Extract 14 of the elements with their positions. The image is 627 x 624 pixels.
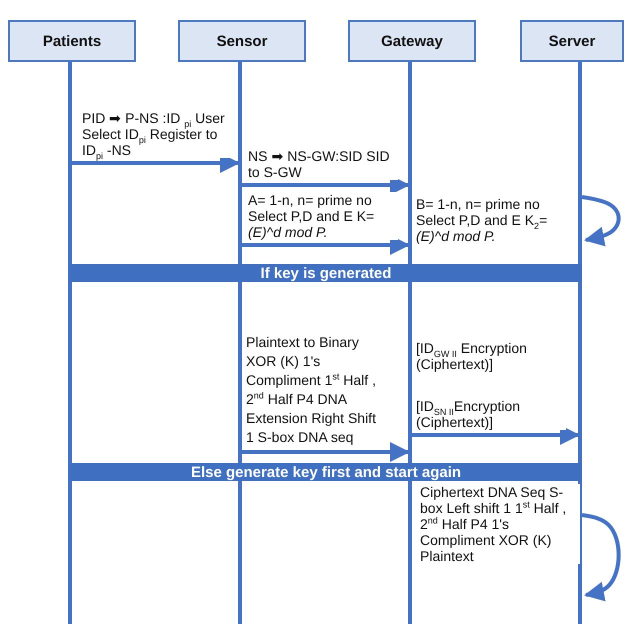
lifeline: [68, 62, 72, 624]
condition-band: If key is generated: [70, 264, 582, 282]
condition-band: Else generate key first and start again: [70, 463, 582, 481]
self-loop-arrow: [582, 195, 621, 246]
message-label: A= 1-n, n= prime no Select P,D and E K= (E)^d mod P.: [248, 192, 398, 240]
lifeline-header: Sensor: [178, 20, 306, 62]
self-loop-arrow: [582, 513, 621, 602]
step-text: Ciphertext DNA Seq S-box Left shift 1 1$^{st}$ Half , 2$^{nd}$ Half P4 1's Compliment XOR (K) Plaintext: [420, 484, 580, 564]
lifeline-header: Gateway: [348, 20, 476, 62]
message-label: [ID$_{SN II}$Encryption (Ciphertext)]: [416, 398, 566, 430]
lifeline-header: Patients: [8, 20, 136, 62]
lifeline-header: Server: [520, 20, 624, 62]
message-label: NS ➡ NS-GW:SID SID to S-GW: [248, 148, 398, 180]
message-arrow: [242, 442, 410, 462]
